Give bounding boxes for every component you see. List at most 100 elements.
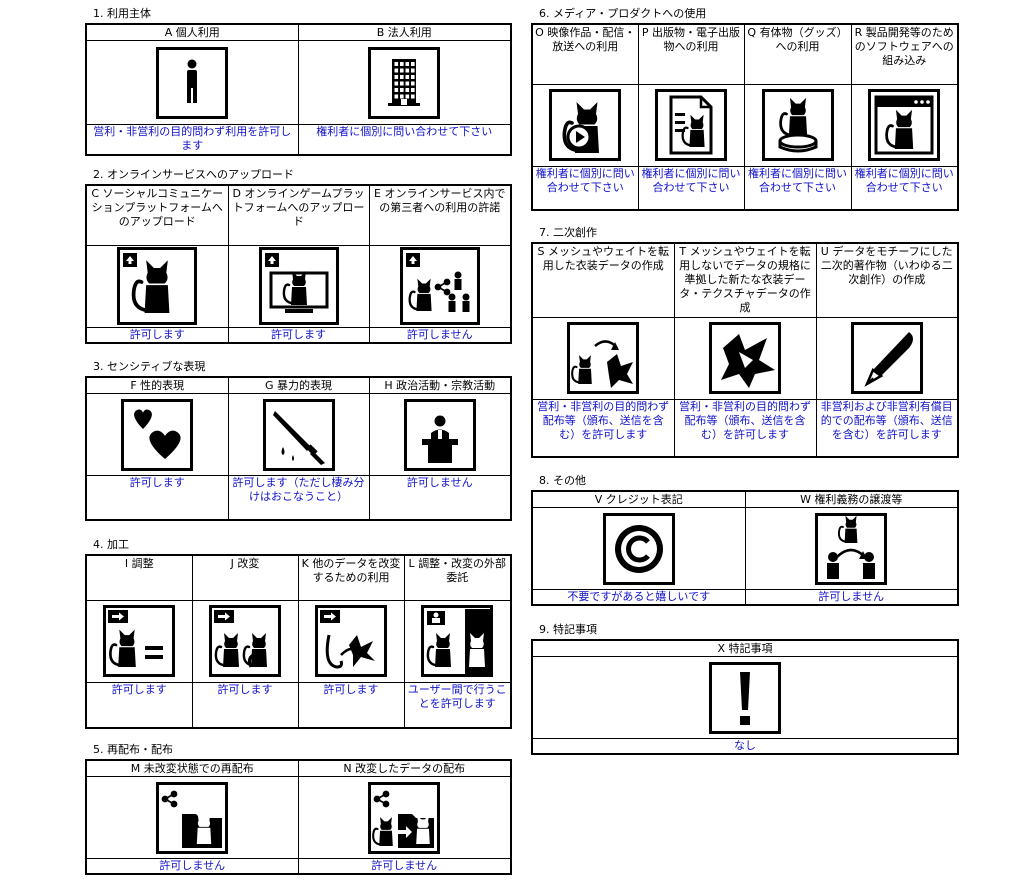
section-title: 3. センシティブな表現	[93, 360, 206, 373]
icon-cell	[815, 316, 959, 400]
license-table: C ソーシャルコミュニケーションプラットフォームへのアップロード D オンライン…	[85, 184, 512, 344]
section-derivative-works: 7. 二次創作 S メッシュやウェイトを転用した衣装データの作成 T メッシュや…	[531, 226, 959, 458]
section-processing: 4. 加工 I 調整 J 改変 K 他のデータを改変するための利用 L 調整・改…	[85, 538, 512, 729]
license-table: S メッシュやウェイトを転用した衣装データの作成 T メッシュやウェイトを転用し…	[531, 242, 959, 458]
column-header: F 性的表現	[85, 376, 229, 394]
license-table: M 未改変状態での再配布 N 改変したデータの配布 許可しません 許可しません	[85, 759, 512, 875]
permission-value: 権利者に個別に問い合わせて下さい	[743, 165, 852, 211]
permission-value: 権利者に個別に問い合わせて下さい	[297, 124, 512, 155]
section-title: 2. オンラインサービスへのアップロード	[93, 168, 294, 181]
software-icon	[868, 89, 941, 161]
icon-cell	[531, 316, 675, 400]
license-table: A 個人利用 B 法人利用 営利・非営利の目的問わず利用を許可します 権利者に個…	[85, 23, 512, 156]
section-title: 8. その他	[539, 474, 586, 487]
column-header: R 製品開発等のためのソフトウェアへの組み込み	[850, 23, 959, 85]
pen-icon	[850, 322, 923, 394]
icon-cell	[297, 40, 512, 125]
costume-new-icon	[709, 322, 781, 394]
permission-value: 許可します	[85, 475, 229, 520]
icon-cell	[297, 599, 405, 683]
permission-value: 営利・非営利の目的問わず配布等（頒布、送信を含む）を許可します	[673, 398, 817, 458]
icon-cell	[85, 40, 299, 125]
column-header: E オンラインサービス内での第三者への利用の許諾	[368, 184, 512, 246]
section-title: 9. 特記事項	[539, 623, 597, 636]
column-header: L 調整・改変の外部委託	[403, 554, 512, 601]
column-header: N 改変したデータの配布	[297, 759, 512, 777]
license-table: I 調整 J 改変 K 他のデータを改変するための利用 L 調整・改変の外部委託	[85, 554, 512, 729]
license-table: X 特記事項 なし	[531, 639, 959, 755]
column-header: V クレジット表記	[531, 490, 746, 508]
column-header: C ソーシャルコミュニケーションプラットフォームへのアップロード	[85, 184, 229, 246]
column-header: K 他のデータを改変するための利用	[297, 554, 405, 601]
section-sensitive-expression: 3. センシティブな表現 F 性的表現 G 暴力的表現 H 政治活動・宗教活動 …	[85, 360, 512, 521]
permission-value: 不要ですがあると嬉しいです	[531, 589, 746, 606]
section-redistribution: 5. 再配布・配布 M 未改変状態での再配布 N 改変したデータの配布 許可しま…	[85, 743, 512, 875]
icon-cell	[227, 393, 370, 476]
redistribute-icon	[156, 781, 229, 854]
icon-cell	[368, 244, 512, 328]
permission-value: 権利者に個別に問い合わせて下さい	[637, 165, 745, 211]
icon-cell	[227, 244, 370, 328]
icon-cell	[297, 776, 512, 859]
permission-value: 許可します	[85, 681, 193, 729]
exclamation-icon	[709, 661, 781, 734]
podium-icon	[403, 398, 476, 471]
goods-icon	[761, 89, 834, 161]
icon-cell	[673, 316, 817, 400]
icon-cell	[531, 656, 959, 739]
permission-value: 許可しません	[297, 858, 512, 875]
column-header: X 特記事項	[531, 639, 959, 657]
hearts-icon	[121, 398, 194, 471]
section-title: 7. 二次創作	[539, 226, 597, 239]
column-header: I 調整	[85, 554, 193, 601]
section-online-upload: 2. オンラインサービスへのアップロード C ソーシャルコミュニケーションプラッ…	[85, 168, 512, 344]
video-icon	[549, 89, 622, 161]
outsource-icon	[421, 605, 494, 677]
permission-value: 営利・非営利の目的問わず配布等（頒布、送信を含む）を許可します	[531, 398, 675, 458]
permission-value: 許可します	[227, 326, 370, 343]
license-table: V クレジット表記 W 権利義務の譲渡等 不要ですがあると嬉しいです 許可しませ…	[531, 490, 959, 606]
material-icon	[315, 605, 387, 677]
section-title: 1. 利用主体	[93, 7, 151, 20]
column-header: W 権利義務の譲渡等	[744, 490, 959, 508]
upload-monitor-icon	[258, 247, 339, 325]
permission-value: ユーザー間で行うことを許可します	[403, 681, 512, 729]
column-header: Q 有体物（グッズ）への利用	[743, 23, 852, 85]
publication-icon	[655, 89, 727, 161]
permission-value: 許可しません	[368, 326, 512, 343]
adjust-icon	[103, 605, 176, 677]
permission-value: 許可しません	[368, 475, 512, 520]
column-header: T メッシュやウェイトを転用しないでデータの規格に準拠した新たな衣装データ・テク…	[673, 242, 817, 318]
permission-value: 非営利および非営利有償目的での配布等（頒布、送信を含む）を許可します	[815, 398, 959, 458]
license-table: O 映像作品・配信・放送への利用 P 出版物・電子出版物への利用 Q 有体物（グ…	[531, 23, 959, 211]
permission-value: 許可します	[85, 326, 229, 343]
section-title: 5. 再配布・配布	[93, 743, 173, 756]
icon-cell	[531, 507, 746, 590]
icon-cell	[743, 83, 852, 167]
distribute-modified-icon	[368, 781, 441, 854]
section-usage-subject: 1. 利用主体 A 個人利用 B 法人利用 営利・非営利の目的問わず利用を許可し…	[85, 7, 512, 156]
knife-icon	[262, 398, 335, 471]
column-header: G 暴力的表現	[227, 376, 370, 394]
permission-value: 権利者に個別に問い合わせて下さい	[531, 165, 639, 211]
column-header: U データをモチーフにした二次的著作物（いわゆる二次創作）の作成	[815, 242, 959, 318]
copyright-icon	[602, 512, 675, 585]
icon-cell	[368, 393, 512, 476]
section-media-products: 6. メディア・プロダクトへの使用 O 映像作品・配信・放送への利用 P 出版物…	[531, 7, 959, 211]
upload-share-icon	[399, 247, 480, 325]
section-special-notes: 9. 特記事項 X 特記事項 なし	[531, 623, 959, 755]
permission-value: 権利者に個別に問い合わせて下さい	[850, 165, 959, 211]
icon-cell	[531, 83, 639, 167]
column-header: J 改変	[191, 554, 299, 601]
license-table: F 性的表現 G 暴力的表現 H 政治活動・宗教活動 許可します 許可します（た…	[85, 376, 512, 521]
column-header: B 法人利用	[297, 23, 512, 41]
section-other: 8. その他 V クレジット表記 W 権利義務の譲渡等 不要ですがあると嬉しいで…	[531, 474, 959, 606]
person-icon	[156, 46, 229, 119]
icon-cell	[403, 599, 512, 683]
column-header: A 個人利用	[85, 23, 299, 41]
icon-cell	[850, 83, 959, 167]
column-header: D オンラインゲームプラットフォームへのアップロード	[227, 184, 370, 246]
costume-transfer-icon	[567, 322, 640, 394]
permission-value: なし	[531, 738, 959, 755]
column-header: H 政治活動・宗教活動	[368, 376, 512, 394]
